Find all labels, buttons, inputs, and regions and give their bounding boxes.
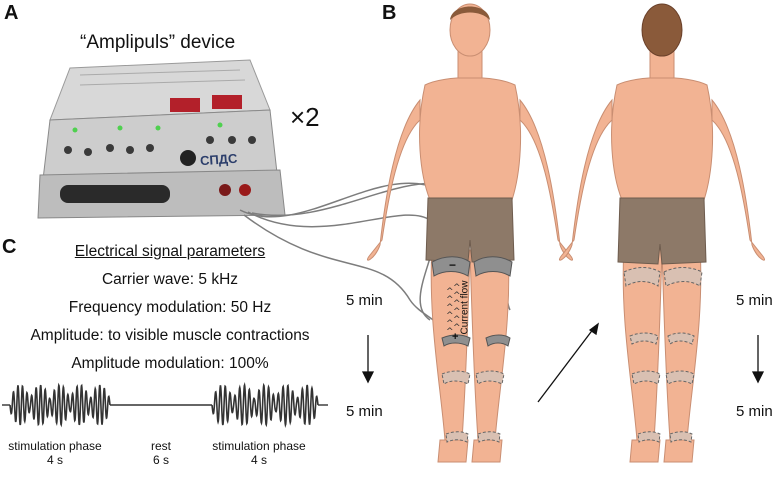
svg-text:^: ^ (453, 299, 461, 309)
time-label-back-top: 5 min (736, 292, 773, 309)
stimulation-burst-2 (211, 381, 319, 429)
param-amplitude: Amplitude: to visible muscle contraction… (30, 327, 310, 344)
svg-text:^: ^ (446, 311, 454, 321)
device-output-socket-1 (219, 184, 231, 196)
device-output-socket-2 (239, 184, 251, 196)
electrode-upper-left (431, 256, 471, 277)
device-multiplier: ×2 (290, 102, 320, 132)
electrode-lower-right (485, 334, 511, 347)
svg-text:^: ^ (446, 327, 454, 337)
sequence-arrows (361, 322, 765, 403)
electrode-upper-right (473, 256, 513, 277)
panel-label-a: A (4, 2, 19, 24)
device-brand-logo: СПДС (199, 150, 238, 169)
signal-waveform (2, 381, 328, 429)
front-body: ^^^ ^^^ ^^^ ^^^ (366, 3, 574, 463)
phase-label-1: stimulation phase 4 s (8, 439, 102, 467)
time-label-front-bottom: 5 min (346, 403, 383, 420)
svg-text:^: ^ (446, 303, 454, 313)
device-display-slot (60, 185, 170, 203)
svg-text:^: ^ (446, 295, 454, 305)
panel-label-c: C (2, 236, 17, 258)
time-label-front-top: 5 min (346, 292, 383, 309)
device-title: “Amplipuls” device (80, 32, 236, 53)
phase-label-3: stimulation phase 4 s (212, 439, 306, 467)
panel-label-b: B (382, 2, 397, 24)
svg-text:^: ^ (446, 287, 454, 297)
svg-text:^: ^ (453, 283, 461, 293)
back-body (558, 3, 766, 463)
param-amplitude-modulation: Amplitude modulation: 100% (71, 355, 269, 372)
signal-parameters-title: Electrical signal parameters (74, 243, 266, 260)
amplipuls-device-image (37, 59, 286, 219)
electrode-minus-sign: − (449, 258, 457, 272)
param-carrier-wave: Carrier wave: 5 kHz (101, 271, 239, 288)
time-label-back-bottom: 5 min (736, 403, 773, 420)
svg-text:^: ^ (453, 323, 461, 333)
electrode-plus-sign: + (452, 331, 459, 343)
signal-parameters: Electrical signal parameters Carrier wav… (0, 238, 340, 378)
param-frequency-modulation: Frequency modulation: 50 Hz (68, 299, 272, 316)
svg-text:^: ^ (453, 291, 461, 301)
svg-text:^: ^ (453, 315, 461, 325)
device-red-display-1 (170, 98, 200, 112)
svg-text:^: ^ (446, 319, 454, 329)
phase-label-2: rest 6 s (150, 439, 171, 467)
electrode-lower-left (441, 334, 471, 347)
stimulation-burst-1 (9, 382, 111, 428)
device-red-display-2 (212, 95, 242, 109)
device-knob (180, 150, 196, 166)
current-flow-label: Current flow (459, 280, 471, 335)
svg-text:^: ^ (453, 307, 461, 317)
